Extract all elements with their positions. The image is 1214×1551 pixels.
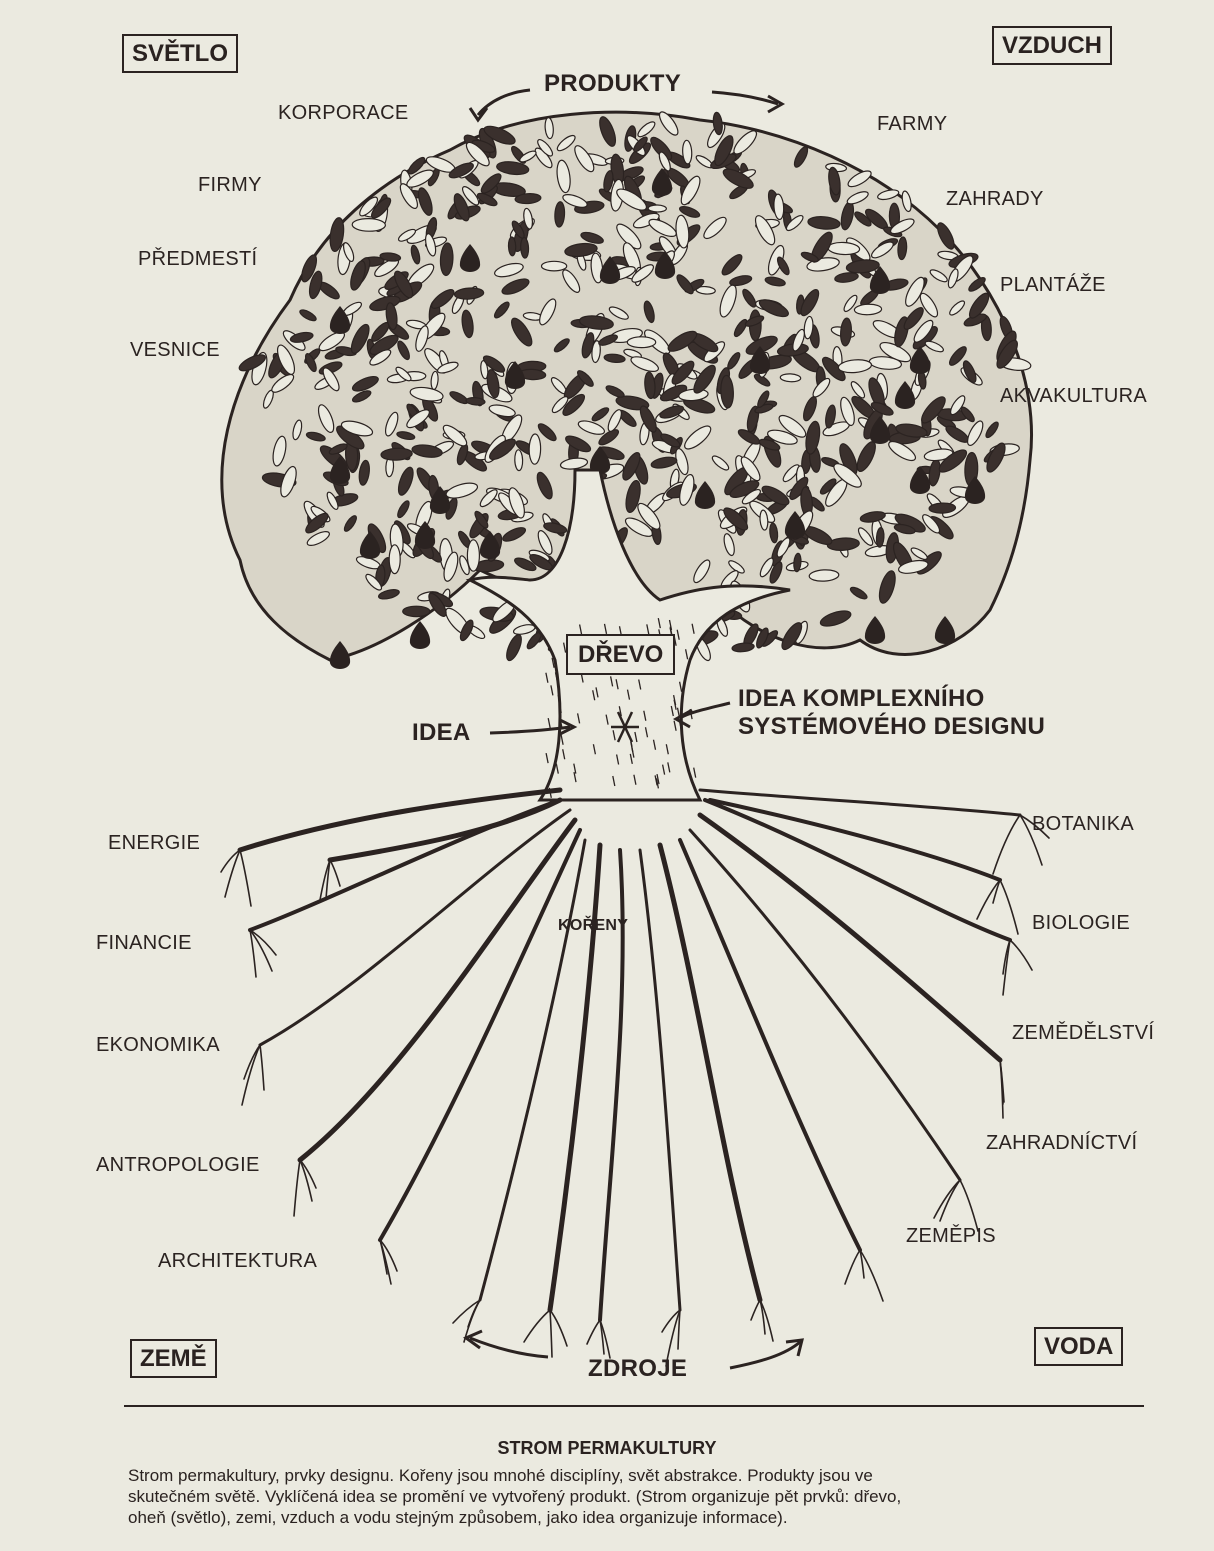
root-tip: [550, 1310, 552, 1357]
canopy-label-farms: FARMY: [877, 113, 947, 136]
leaf: [529, 434, 541, 464]
root-branch: [705, 800, 1010, 940]
root-branch: [480, 840, 585, 1300]
caption-line: skutečném světě. Vyklíčená idea se promě…: [128, 1486, 1128, 1507]
leaf: [627, 337, 655, 348]
root-branch: [550, 845, 600, 1310]
root-label-biology: BIOLOGIE: [1032, 912, 1130, 935]
leaf: [854, 304, 882, 315]
root-branch: [330, 800, 560, 860]
corner-air: VZDUCH: [992, 26, 1112, 65]
trunk-hatch: [548, 718, 550, 728]
root-label-geography: ZEMĚPIS: [906, 1225, 996, 1248]
root-tip: [524, 1310, 550, 1342]
root-label-finance: FINANCIE: [96, 932, 192, 955]
root-label-energy: ENERGIE: [108, 832, 200, 855]
root-tip: [320, 860, 330, 900]
root-tip: [330, 860, 340, 886]
root-label-economics: EKONOMIKA: [96, 1034, 220, 1057]
products-label: PRODUKTY: [544, 70, 681, 98]
caption-divider: [124, 1405, 1144, 1407]
root-tip: [960, 1180, 978, 1231]
roots-label: KOŘENY: [558, 917, 628, 935]
root-label-agriculture: ZEMĚDĚLSTVÍ: [1012, 1022, 1154, 1045]
root-label-anthropology: ANTROPOLOGIE: [96, 1154, 260, 1177]
root-branch: [680, 840, 860, 1250]
leaf: [504, 633, 525, 663]
leaf: [508, 237, 516, 256]
root-tip: [300, 1160, 312, 1201]
root-tip: [380, 1240, 397, 1271]
root-branch: [640, 850, 680, 1310]
root-label-horticulture: ZAHRADNÍCTVÍ: [986, 1132, 1137, 1155]
leaf: [732, 642, 755, 653]
canopy-label-suburbs: PŘEDMESTÍ: [138, 248, 257, 271]
caption-line: oheň (světlo), zemi, vzduch a vodu stejn…: [128, 1507, 1128, 1528]
canopy-label-aquaculture: AKVAKULTURA: [1000, 385, 1147, 408]
leaf: [514, 450, 523, 471]
root-tip: [587, 1320, 600, 1344]
caption-line: Strom permakultury, prvky designu. Kořen…: [128, 1465, 1128, 1486]
root-label-architecture: ARCHITEKTURA: [158, 1250, 317, 1273]
root-tip: [977, 880, 1000, 919]
trunk-hatch: [546, 673, 548, 683]
root-branch: [380, 830, 580, 1240]
root-tip: [1000, 880, 1018, 934]
idea-label: IDEA: [412, 719, 471, 747]
corner-earth: ZEMĚ: [130, 1339, 217, 1378]
leaf: [929, 503, 956, 514]
corner-light: SVĚTLO: [122, 34, 238, 73]
trunk-hatch: [551, 685, 553, 695]
canopy-label-corporations: KORPORACE: [278, 102, 409, 125]
root-tip: [845, 1250, 860, 1284]
caption-title: STROM PERMAKULTURY: [0, 1438, 1214, 1459]
root-tip: [600, 1320, 610, 1358]
canopy-label-villages: VESNICE: [130, 339, 220, 362]
canopy-label-gardens: ZAHRADY: [946, 188, 1044, 211]
root-tip: [760, 1300, 773, 1341]
root-branch: [700, 790, 1020, 815]
trunk-hatch: [694, 768, 696, 778]
root-tip: [550, 1310, 567, 1346]
idea-design-label-line1: IDEA KOMPLEXNÍHO: [738, 685, 985, 713]
leaf: [403, 606, 430, 616]
root-tip: [662, 1310, 680, 1332]
canopy-label-firms: FIRMY: [198, 174, 262, 197]
root-tip: [294, 1160, 300, 1216]
root-tip: [260, 1045, 264, 1090]
wood-label: DŘEVO: [566, 634, 675, 675]
resources-label: ZDROJE: [588, 1355, 687, 1383]
leaf: [389, 545, 400, 574]
idea-design-label-line2: SYSTÉMOVÉHO DESIGNU: [738, 713, 1045, 741]
root-tip: [221, 850, 240, 872]
leaf: [542, 261, 567, 271]
caption-text: Strom permakultury, prvky designu. Kořen…: [128, 1465, 1128, 1528]
root-branch: [690, 830, 960, 1180]
canopy-label-plantations: PLANTÁŽE: [1000, 274, 1106, 297]
root-tip: [240, 850, 251, 906]
root-tip: [751, 1300, 760, 1320]
tree-roots: [221, 790, 1049, 1366]
root-tip: [1010, 940, 1032, 970]
root-tip: [940, 1180, 960, 1221]
corner-water: VODA: [1034, 1327, 1123, 1366]
root-tip: [453, 1300, 480, 1323]
root-label-botany: BOTANIKA: [1032, 813, 1134, 836]
root-tip: [993, 815, 1020, 874]
trunk-hatch: [546, 753, 548, 763]
leaf: [648, 205, 666, 212]
leaf: [352, 218, 385, 231]
